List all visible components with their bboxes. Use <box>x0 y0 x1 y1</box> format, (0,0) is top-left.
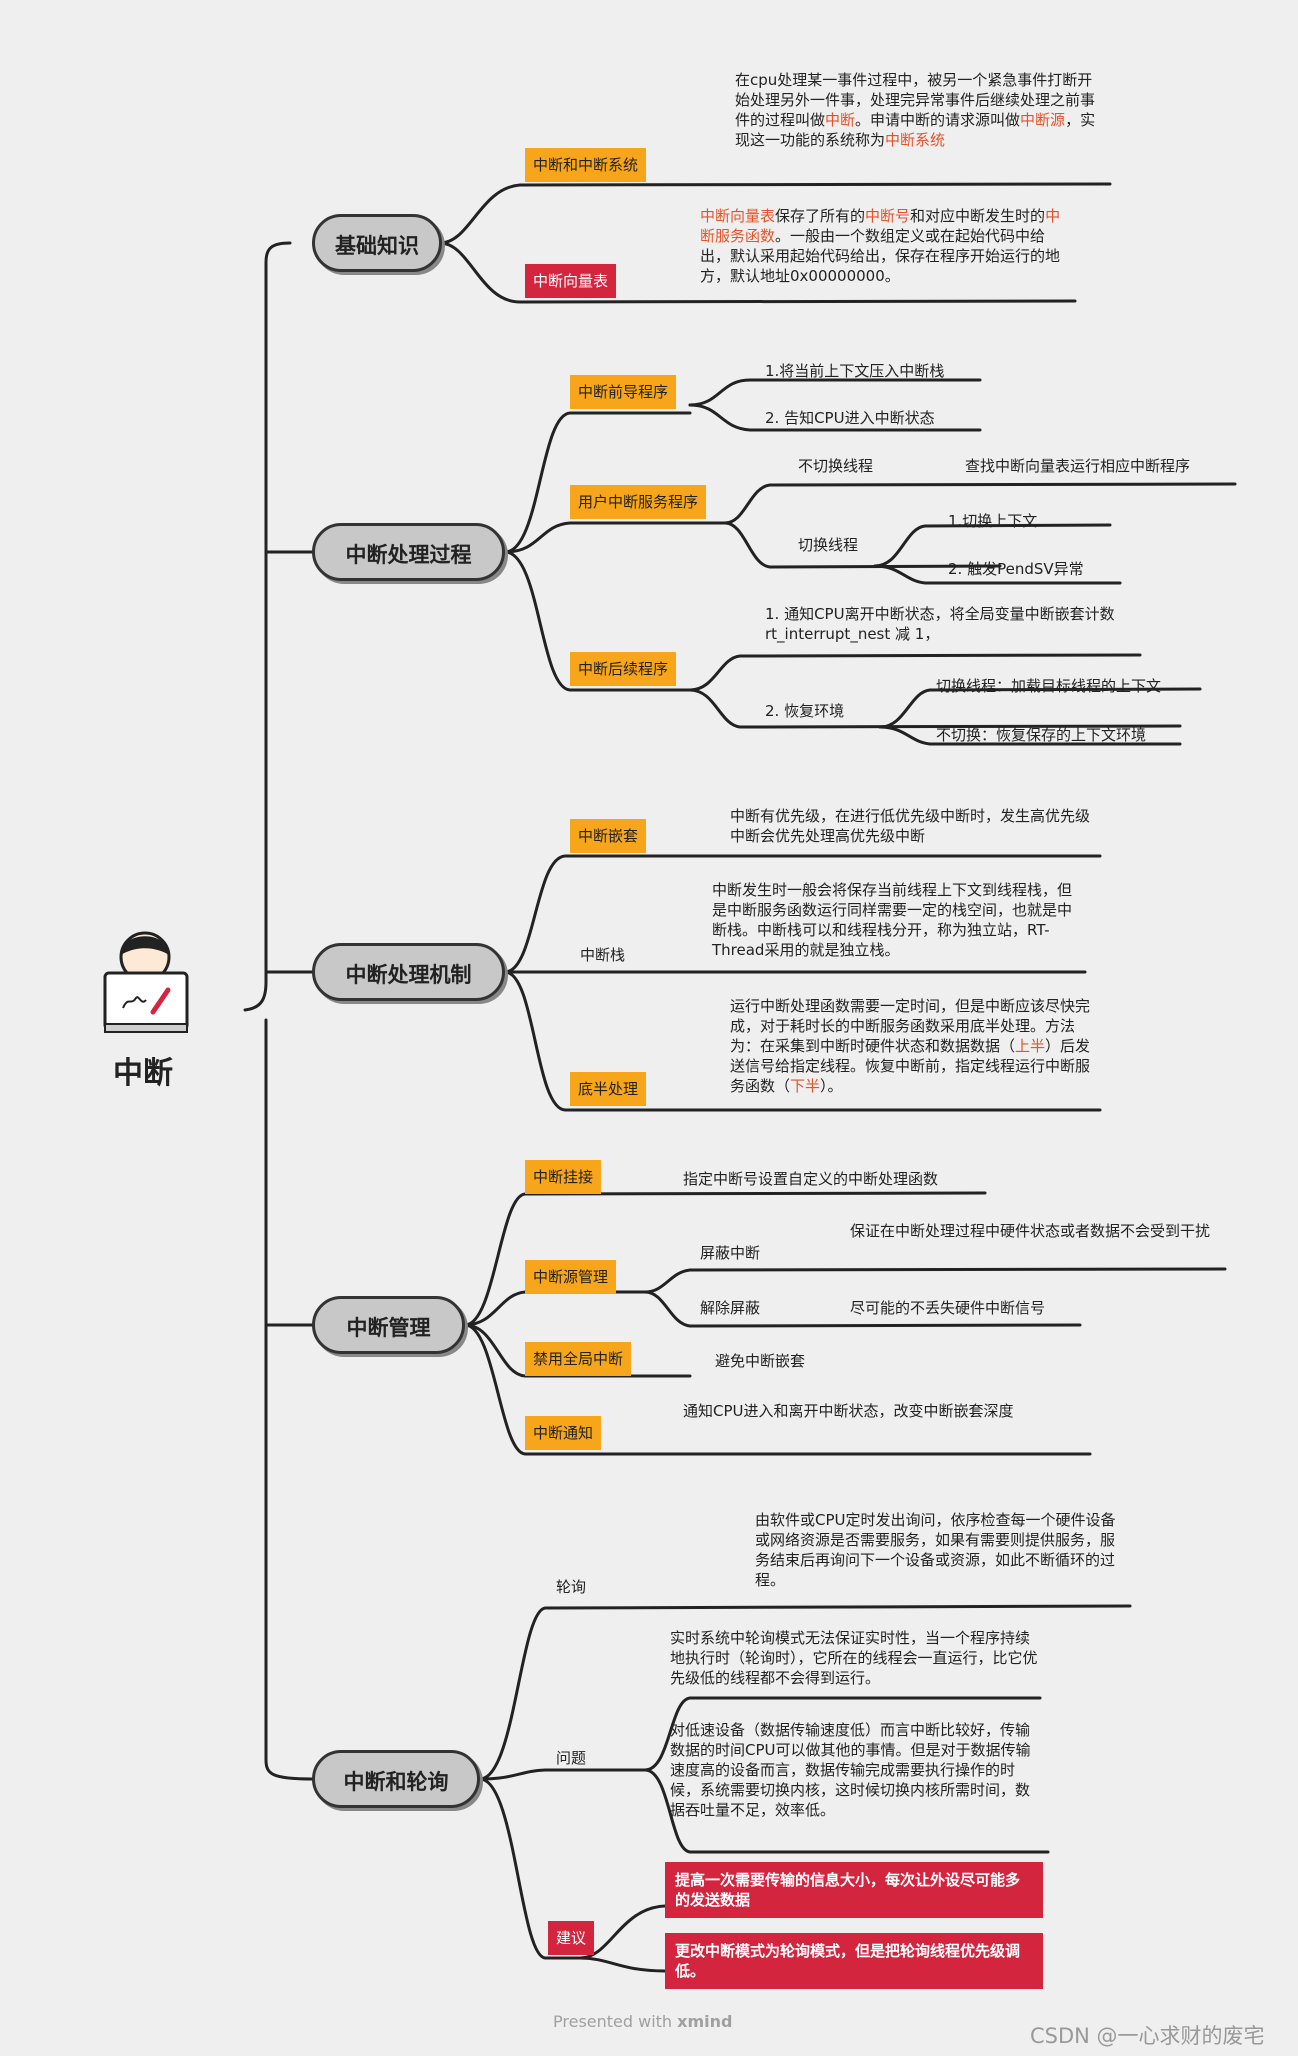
branch-mechanism[interactable]: 中断处理机制 <box>312 943 505 1001</box>
post-step-2: 2. 恢复环境 <box>765 700 844 721</box>
branch-management[interactable]: 中断管理 <box>312 1296 465 1354</box>
user-no-switch-desc: 查找中断向量表运行相应中断程序 <box>965 455 1190 476</box>
topic-problem[interactable]: 问题 <box>556 1747 586 1768</box>
unmask-desc: 尽可能的不丢失硬件中断信号 <box>850 1297 1045 1318</box>
branch-process[interactable]: 中断处理过程 <box>312 523 505 581</box>
post-step-1: 1. 通知CPU离开中断状态，将全局变量中断嵌套计数rt_interrupt_n… <box>765 604 1145 644</box>
poll-desc: 由软件或CPU定时发出询问，依序检查每一个硬件设备或网络资源是否需要服务，如果有… <box>755 1510 1125 1590</box>
post-no-switch: 不切换：恢复保存的上下文环境 <box>936 724 1146 745</box>
topic-stack[interactable]: 中断栈 <box>580 944 625 965</box>
topic-pre-program[interactable]: 中断前导程序 <box>570 375 676 409</box>
nesting-desc: 中断有优先级，在进行低优先级中断时，发生高优先级中断会优先处理高优先级中断 <box>730 806 1100 846</box>
interrupt-system-desc: 在cpu处理某一事件过程中，被另一个紧急事件打断开始处理另外一件事，处理完异常事… <box>735 70 1105 150</box>
topic-bottom-half[interactable]: 底半处理 <box>570 1072 646 1106</box>
center-topic-title[interactable]: 中断 <box>113 1048 173 1092</box>
topic-disable-global[interactable]: 禁用全局中断 <box>525 1342 631 1376</box>
topic-source-mgmt[interactable]: 中断源管理 <box>525 1260 616 1294</box>
notify-desc: 通知CPU进入和离开中断状态，改变中断嵌套深度 <box>683 1401 1083 1421</box>
presented-with: Presented with xmind <box>553 2012 732 2031</box>
person-with-laptop-icon <box>105 933 187 1032</box>
topic-advice[interactable]: 建议 <box>548 1921 594 1955</box>
branch-basics[interactable]: 基础知识 <box>312 214 442 272</box>
mask-desc: 保证在中断处理过程中硬件状态或者数据不会受到干扰 <box>850 1221 1225 1241</box>
xmind-logo: xmind <box>677 2012 732 2031</box>
unmask-label: 解除屏蔽 <box>700 1297 760 1318</box>
branch-polling[interactable]: 中断和轮询 <box>312 1750 480 1808</box>
stack-desc: 中断发生时一般会将保存当前线程上下文到线程栈，但是中断服务函数运行同样需要一定的… <box>712 880 1082 960</box>
mount-desc: 指定中断号设置自定义的中断处理函数 <box>683 1168 938 1189</box>
topic-post-program[interactable]: 中断后续程序 <box>570 652 676 686</box>
topic-nesting[interactable]: 中断嵌套 <box>570 819 646 853</box>
csdn-watermark: CSDN @一心求财的废宅 <box>1030 2020 1265 2050</box>
topic-user-isr[interactable]: 用户中断服务程序 <box>570 485 706 519</box>
topic-mount[interactable]: 中断挂接 <box>525 1160 601 1194</box>
advice-2: 更改中断模式为轮询模式，但是把轮询线程优先级调低。 <box>665 1933 1043 1989</box>
topic-vector-table[interactable]: 中断向量表 <box>525 264 616 298</box>
global-desc: 避免中断嵌套 <box>715 1350 805 1371</box>
post-switch: 切换线程：加载目标线程的上下文 <box>936 675 1161 696</box>
topic-interrupt-system[interactable]: 中断和中断系统 <box>525 148 646 182</box>
problem-desc-1: 实时系统中轮询模式无法保证实时性，当一个程序持续地执行时（轮询时），它所在的线程… <box>670 1628 1040 1688</box>
pre-step-1: 1.将当前上下文压入中断栈 <box>765 360 944 381</box>
mask-label: 屏蔽中断 <box>700 1242 760 1263</box>
problem-desc-2: 对低速设备（数据传输速度低）而言中断比较好，传输数据的时间CPU可以做其他的事情… <box>670 1720 1040 1820</box>
user-no-switch: 不切换线程 <box>798 455 873 476</box>
pre-step-2: 2. 告知CPU进入中断状态 <box>765 407 935 428</box>
bottom-half-desc: 运行中断处理函数需要一定时间，但是中断应该尽快完成，对于耗时长的中断服务函数采用… <box>730 996 1100 1096</box>
advice-1: 提高一次需要传输的信息大小，每次让外设尽可能多的发送数据 <box>665 1862 1043 1918</box>
user-switch: 切换线程 <box>798 534 858 555</box>
topic-notify[interactable]: 中断通知 <box>525 1416 601 1450</box>
user-switch-step-1: 1.切换上下文 <box>948 510 1037 531</box>
user-switch-step-2: 2. 触发PendSV异常 <box>948 558 1084 579</box>
topic-poll[interactable]: 轮询 <box>556 1576 586 1597</box>
vector-table-desc: 中断向量表保存了所有的中断号和对应中断发生时的中断服务函数。一般由一个数组定义或… <box>700 206 1075 286</box>
